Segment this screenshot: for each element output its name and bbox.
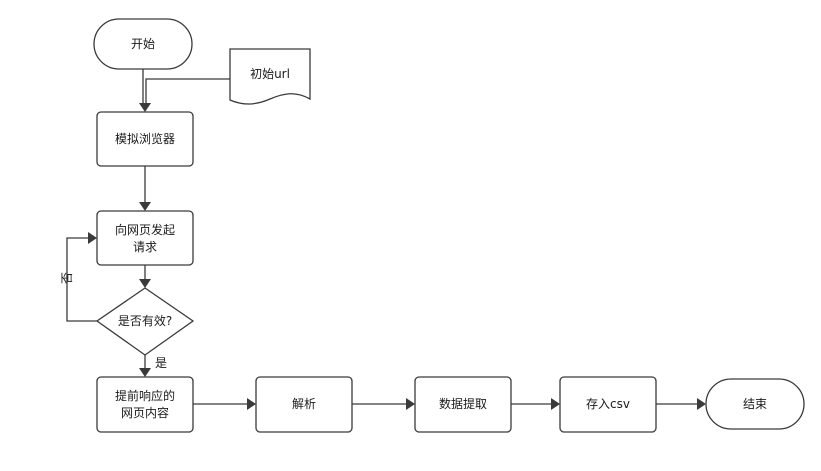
node-simulate-browser-label: 模拟浏览器 — [115, 131, 175, 146]
node-save-csv-label: 存入csv — [586, 397, 630, 411]
node-extract-content-label-2: 网页内容 — [121, 405, 169, 420]
node-initial-url: 初始url — [229, 48, 311, 105]
edge-yes-label: 是 — [155, 356, 167, 370]
node-save-csv: 存入csv — [559, 376, 657, 433]
node-data-extract-label: 数据提取 — [439, 396, 487, 411]
node-start: 开始 — [93, 18, 193, 70]
node-extract-content: 提前响应的 网页内容 — [96, 376, 194, 433]
arrow-into-browser — [139, 103, 151, 112]
edge-url-to-browser — [145, 78, 230, 103]
node-parse: 解析 — [255, 376, 353, 433]
arrow-into-end — [697, 398, 706, 410]
node-simulate-browser: 模拟浏览器 — [96, 111, 194, 167]
node-end-label: 结束 — [743, 397, 767, 411]
node-initial-url-label: 初始url — [250, 67, 290, 81]
arrow-into-extract — [139, 368, 151, 377]
arrow-into-csv — [551, 398, 560, 410]
node-send-request: 向网页发起 请求 — [96, 210, 194, 266]
node-send-request-label-1: 向网页发起 — [115, 222, 175, 237]
arrow-no-loop — [88, 232, 97, 244]
arrow-into-data — [406, 398, 415, 410]
edge-no-loop — [66, 237, 97, 322]
node-data-extract: 数据提取 — [414, 376, 512, 433]
node-start-label: 开始 — [131, 37, 155, 51]
arrow-into-parse — [247, 398, 256, 410]
node-extract-content-label-1: 提前响应的 — [115, 388, 175, 403]
node-is-valid: 是否有效? — [95, 287, 195, 356]
edge-no-label: 否 — [60, 272, 74, 284]
node-parse-label: 解析 — [292, 397, 316, 411]
arrow-into-decision — [139, 279, 151, 288]
node-end: 结束 — [705, 378, 805, 430]
node-send-request-label-2: 请求 — [133, 240, 157, 254]
arrow-into-request — [139, 202, 151, 211]
node-is-valid-label: 是否有效? — [118, 313, 172, 328]
